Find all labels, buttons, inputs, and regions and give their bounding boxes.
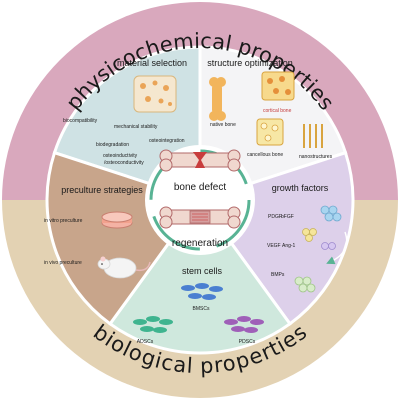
label-nanostructures: nanostructures: [299, 154, 333, 160]
mouse-icon: [97, 256, 151, 279]
label-cortical-bone: cortical bone: [263, 108, 292, 114]
growth-factor-cluster-1-icon: [320, 205, 342, 222]
material-selection-title: material selection: [117, 58, 187, 68]
label-in-vivo-preculture: in vivo preculture: [44, 260, 82, 266]
label-bfgf: bFGF: [281, 214, 294, 220]
cancellous-bone-icon: [256, 118, 284, 146]
label-osteointegration: osteointegration: [149, 138, 185, 144]
bmscs-cells-icon: [181, 283, 223, 300]
label-biodegradation: biodegradation: [96, 142, 129, 148]
preculture-strategies-title: preculture strategies: [61, 185, 143, 195]
label-adscs: ADSCs: [137, 339, 154, 345]
label-ang1: Ang-1: [282, 243, 296, 249]
center-arrow-ring: [149, 149, 251, 251]
structure-optimization-title: structure optimization: [207, 58, 293, 68]
label-pdgf: PDGF: [268, 214, 282, 220]
label-mechanical-stability: mechanical stability: [114, 124, 158, 130]
label-native-bone: native bone: [210, 122, 236, 128]
label-vegf: VEGF: [267, 243, 281, 249]
outer-ring-bottom: [2, 200, 398, 398]
bone-regeneration-illustration: [159, 206, 241, 229]
label-in-vitro-preculture: in vitro preculture: [44, 218, 83, 224]
label-osteoconductivity: /osteoconductivity: [104, 160, 144, 166]
label-cancellous-bone: cancellous bone: [247, 152, 283, 158]
label-bmscs: BMSCs: [193, 306, 210, 312]
stem-cells-title: stem cells: [182, 266, 223, 276]
porous-scaffold-icon: [133, 75, 177, 113]
label-osteoinductivity: osteoinductivity: [103, 153, 138, 159]
bmp-cluster-icon: [294, 276, 316, 293]
native-bone-icon: [209, 77, 226, 121]
growth-factor-cluster-2-icon: [302, 228, 336, 250]
growth-factor-arrow-icon: [326, 231, 348, 265]
bone-defect-illustration: [159, 149, 241, 172]
growth-factors-title: growth factors: [272, 183, 329, 193]
sector-stem-cells: [108, 197, 292, 355]
label-bmps: BMPs: [271, 272, 285, 278]
outer-ring-top: [2, 2, 398, 200]
center-circle: [145, 145, 255, 255]
center-label-bone-defect: bone defect: [174, 182, 226, 193]
petri-dish-icon: [101, 211, 133, 229]
cortical-bone-icon: [261, 71, 295, 101]
adscs-cells-icon: [133, 316, 173, 333]
pdscs-cells-icon: [224, 316, 264, 333]
center-label-regeneration: regeneration: [172, 238, 228, 249]
label-pdscs: PDSCs: [239, 339, 256, 345]
nanostructures-icon: [303, 124, 323, 148]
label-biocompatibility: biocompatibility: [63, 118, 98, 124]
